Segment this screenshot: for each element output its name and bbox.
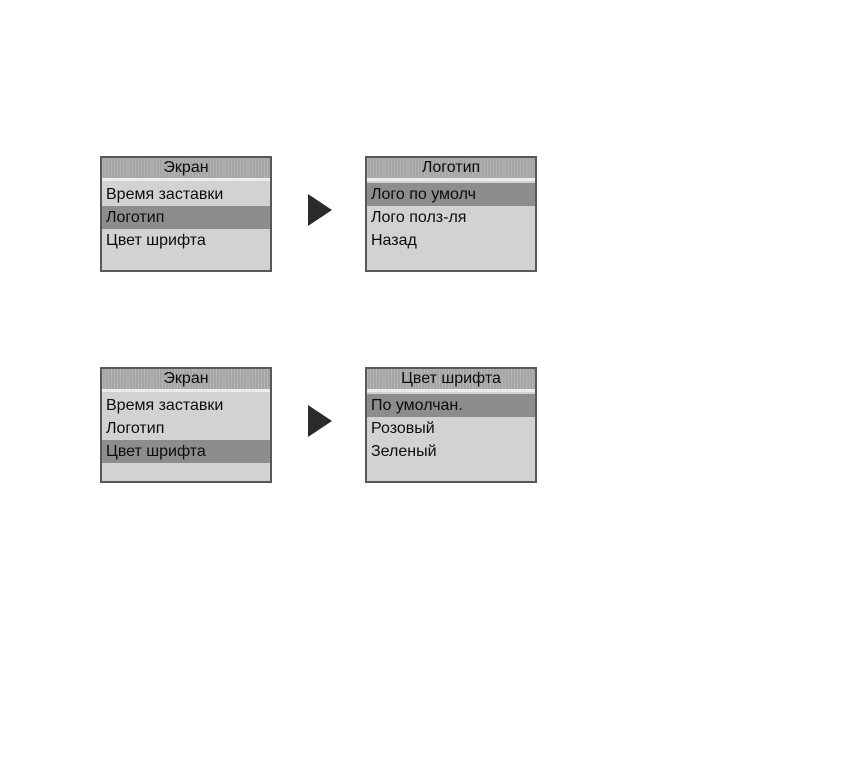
menu-item-pink[interactable]: Розовый	[367, 417, 535, 440]
menu-item-font-color[interactable]: Цвет шрифта	[102, 229, 270, 252]
menu-item-list: Лого по умолч Лого полз-ля Назад	[367, 183, 535, 252]
menu-item-screensaver-time[interactable]: Время заставки	[102, 183, 270, 206]
font-color-menu: Цвет шрифта По умолчан. Розовый Зеленый	[365, 367, 537, 483]
logo-menu: Логотип Лого по умолч Лого полз-ля Назад	[365, 156, 537, 272]
menu-item-green[interactable]: Зеленый	[367, 440, 535, 463]
menu-item-back[interactable]: Назад	[367, 229, 535, 252]
menu-item-default-color[interactable]: По умолчан.	[367, 394, 535, 417]
menu-title: Логотип	[367, 158, 535, 181]
menu-title: Экран	[102, 369, 270, 392]
menu-item-list: Время заставки Логотип Цвет шрифта	[102, 183, 270, 252]
menu-item-logo[interactable]: Логотип	[102, 206, 270, 229]
screen-menu: Экран Время заставки Логотип Цвет шрифта	[100, 156, 272, 272]
menu-item-logo[interactable]: Логотип	[102, 417, 270, 440]
menu-item-list: Время заставки Логотип Цвет шрифта	[102, 394, 270, 463]
arrow-right-icon	[308, 194, 332, 226]
menu-item-screensaver-time[interactable]: Время заставки	[102, 394, 270, 417]
arrow-right-icon	[308, 405, 332, 437]
menu-item-default-logo[interactable]: Лого по умолч	[367, 183, 535, 206]
menu-item-font-color[interactable]: Цвет шрифта	[102, 440, 270, 463]
menu-title: Цвет шрифта	[367, 369, 535, 392]
menu-title: Экран	[102, 158, 270, 181]
menu-item-user-logo[interactable]: Лого полз-ля	[367, 206, 535, 229]
screen-menu: Экран Время заставки Логотип Цвет шрифта	[100, 367, 272, 483]
menu-item-list: По умолчан. Розовый Зеленый	[367, 394, 535, 463]
